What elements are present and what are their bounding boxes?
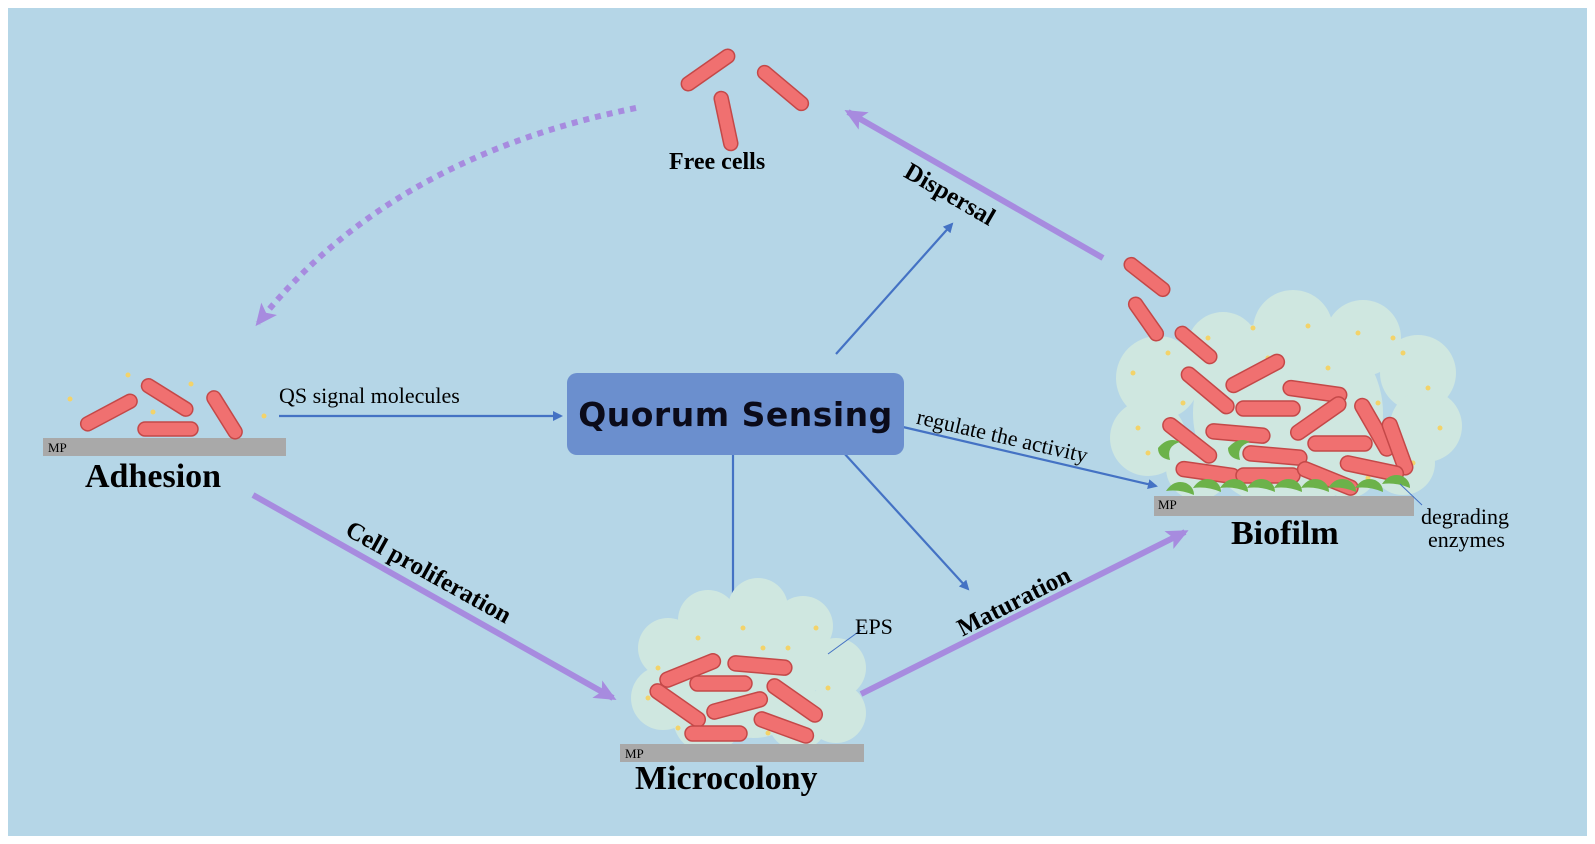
bacterium	[1225, 353, 1286, 394]
maturation-arrow	[859, 529, 1189, 697]
degrading-label: degrading	[1421, 504, 1509, 529]
bacterium	[753, 711, 815, 744]
bacterium	[79, 393, 138, 432]
qs-to-biofilm-arrow	[902, 425, 1158, 490]
bacterium	[1123, 256, 1171, 298]
quorum-sensing-box: Quorum Sensing	[567, 373, 904, 455]
biofilm-group	[1110, 256, 1462, 516]
microcolony-group	[620, 578, 866, 762]
enzymes-label: enzymes	[1428, 527, 1505, 552]
bacterium	[1354, 397, 1396, 457]
bacterium	[680, 48, 736, 92]
qs-to-maturation-arrow	[842, 451, 970, 591]
bacterium	[1180, 366, 1235, 415]
degrading-enzymes	[1158, 440, 1410, 495]
bacterium	[1307, 435, 1373, 452]
bacterium	[706, 691, 769, 720]
mp-substrate	[43, 438, 286, 456]
bacterium	[1289, 396, 1347, 441]
purple-arrows	[251, 105, 1189, 701]
mp-label-biofilm: MP	[1158, 497, 1177, 512]
bacterium	[1339, 455, 1405, 482]
cell-proliferation-arrow	[251, 492, 617, 701]
eps-label: EPS	[855, 614, 893, 639]
blue-arrows	[279, 222, 1158, 612]
quorum-sensing-title: Quorum Sensing	[578, 394, 893, 434]
bacterium	[1162, 417, 1218, 464]
bacterium	[727, 655, 793, 676]
bacterium	[140, 378, 194, 417]
free-cells-group	[680, 48, 810, 152]
qs-to-dispersal-arrow	[835, 222, 954, 355]
adhesion-group	[43, 372, 286, 456]
diagram-panel: Quorum Sensing Adhesion Microcolony Biof…	[8, 8, 1587, 836]
enzymes-pointer	[1399, 483, 1423, 506]
bacterium	[684, 725, 748, 742]
free-cells-label: Free cells	[669, 149, 766, 175]
bacterium	[1381, 416, 1414, 476]
bacterium	[766, 678, 824, 723]
return-dotted-arrow	[255, 105, 637, 327]
mp-substrate	[620, 744, 864, 762]
eps-pointer	[827, 629, 862, 655]
mp-label-adhesion: MP	[48, 440, 67, 455]
bacterium	[1174, 325, 1218, 365]
bacterium	[756, 64, 810, 112]
dispersal-arrow	[844, 109, 1105, 261]
biofilm-label: Biofilm	[1231, 515, 1339, 552]
bacterium	[649, 683, 707, 728]
bacterium	[206, 390, 243, 440]
bacterium	[713, 90, 739, 152]
mp-substrate	[1154, 496, 1414, 516]
bacterium	[1242, 445, 1308, 466]
bacterium	[1235, 400, 1301, 417]
bacterium	[689, 675, 753, 692]
diagram-canvas	[43, 48, 1462, 762]
mp-label-microcolony: MP	[625, 746, 644, 761]
microcolony-label: Microcolony	[635, 760, 818, 797]
bacterium	[137, 421, 199, 437]
bacterium	[1127, 296, 1165, 342]
bacterium	[1282, 379, 1348, 404]
adhesion-label: Adhesion	[85, 458, 222, 495]
qs-signal-label: QS signal molecules	[279, 383, 460, 408]
